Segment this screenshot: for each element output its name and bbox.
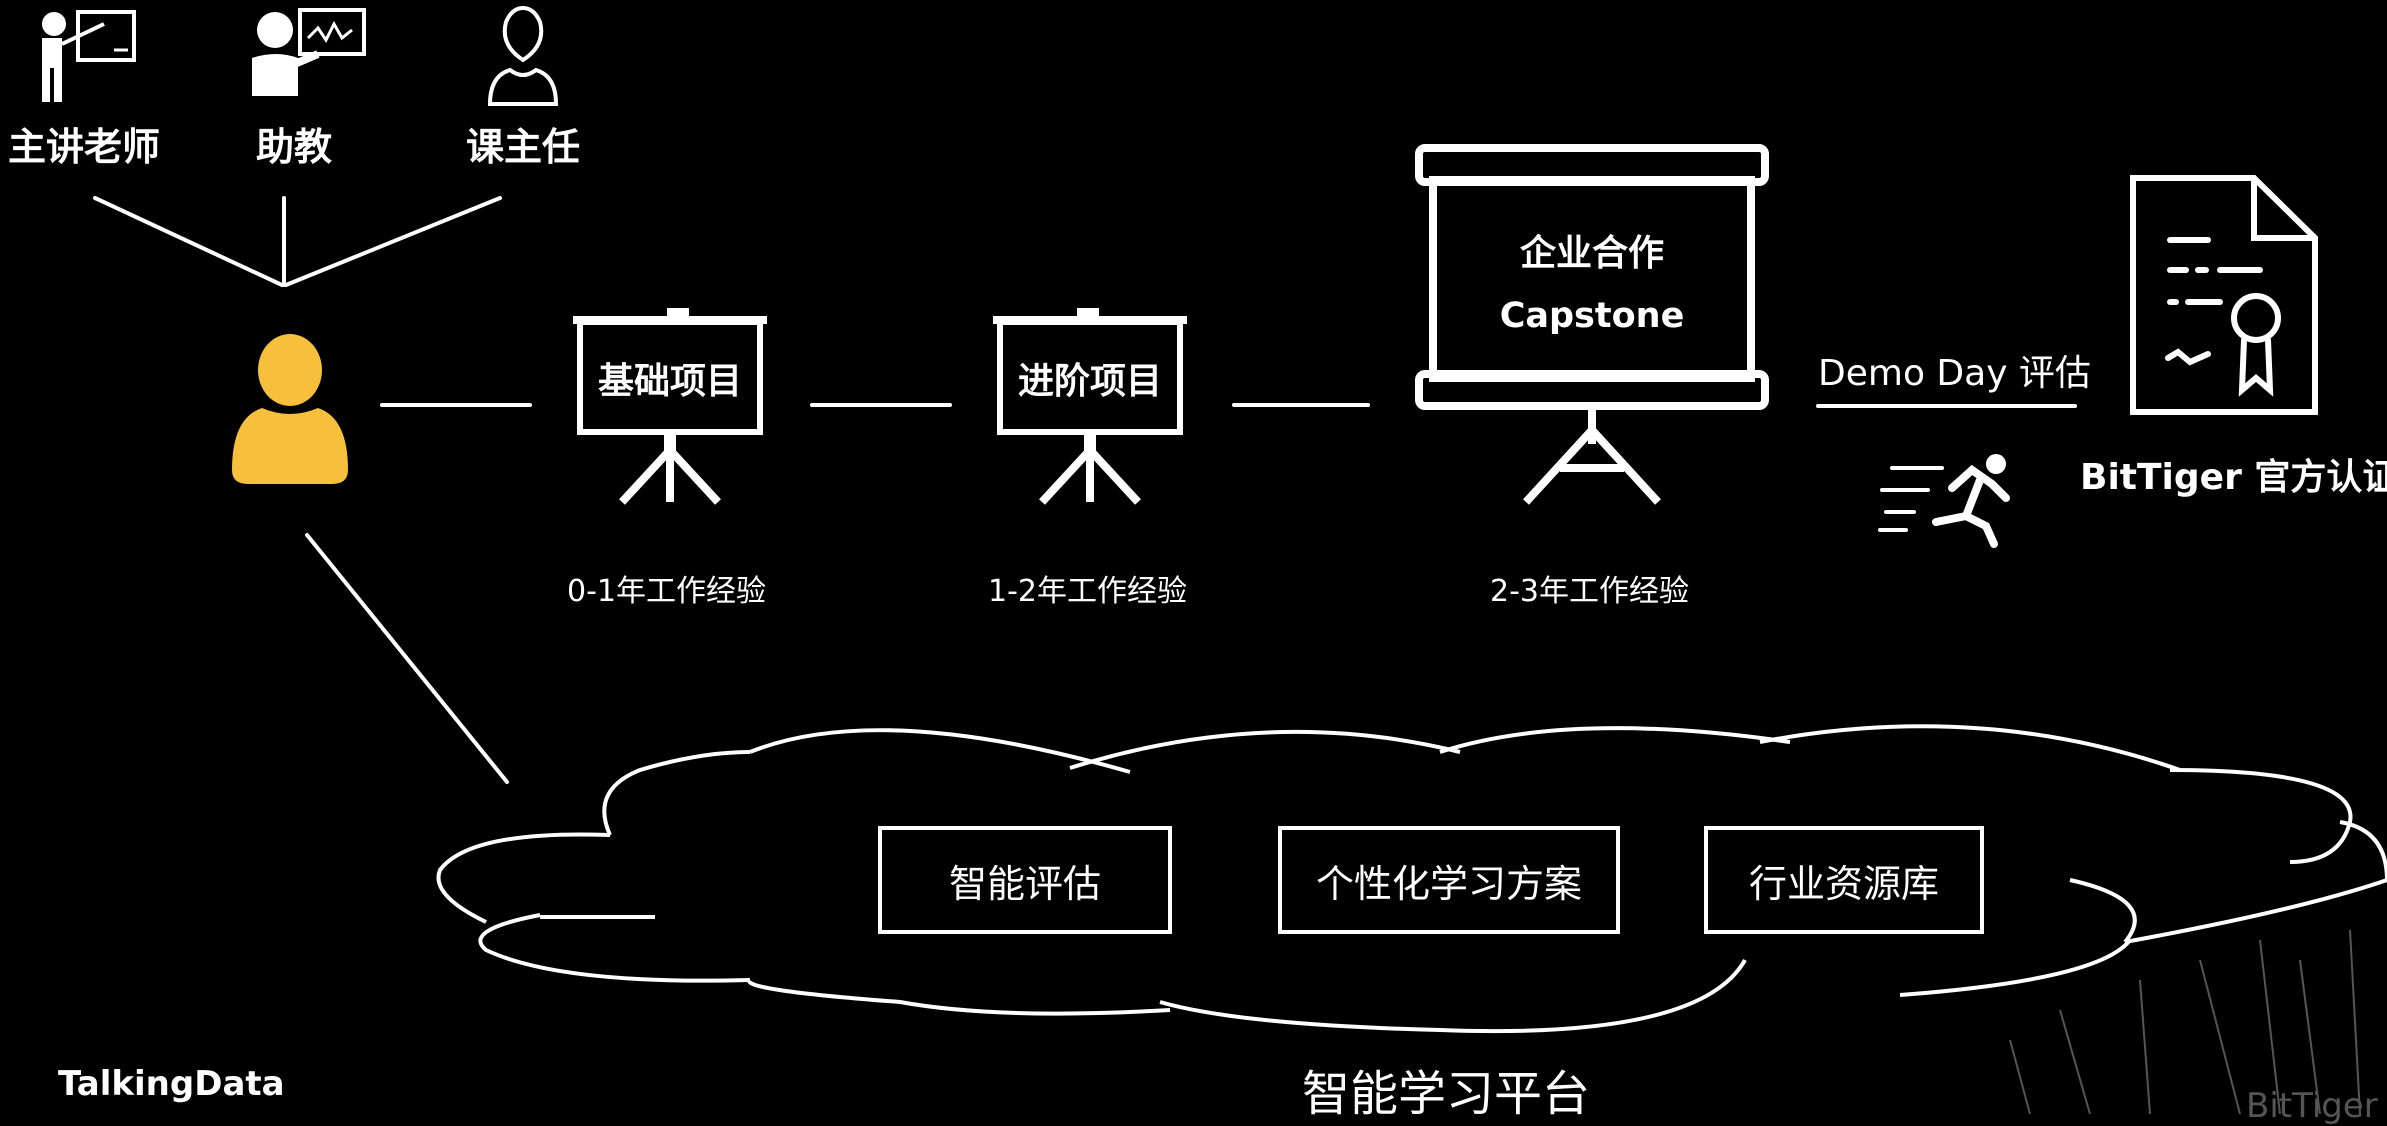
certification-label: BitTiger 官方认证 <box>2080 457 2387 498</box>
easel-icon-1 <box>573 308 767 505</box>
easel-icon-2 <box>993 308 1187 505</box>
experience-0-1: 0-1年工作经验 <box>567 574 766 609</box>
watermark-text: BitTiger <box>2246 1086 2378 1126</box>
role-assistant: 助教 <box>256 125 333 169</box>
certificate-icon <box>2130 175 2318 415</box>
advisor-connector <box>284 196 502 287</box>
module-personalized-plan: 个性化学习方案 <box>1278 826 1620 934</box>
platform-connector <box>305 533 509 784</box>
experience-1-2: 1-2年工作经验 <box>988 574 1187 609</box>
student-icon <box>232 334 348 484</box>
watermark-decoration <box>2009 929 2361 1114</box>
experience-2-3: 2-3年工作经验 <box>1490 574 1689 609</box>
stage-title-basic: 基础项目 <box>597 361 742 402</box>
assistant-icon <box>252 8 366 96</box>
runner-icon <box>1878 454 2010 548</box>
stage-title-capstone: Capstone <box>1499 296 1685 336</box>
role-advisor: 课主任 <box>466 125 581 169</box>
module-smart-assessment: 智能评估 <box>878 826 1172 934</box>
cloud-shape <box>436 724 2387 1034</box>
platform-title: 智能学习平台 <box>1302 1066 1591 1122</box>
advisor-icon <box>487 5 559 106</box>
stage-title-advanced: 进阶项目 <box>1017 361 1162 402</box>
module-resource-library: 行业资源库 <box>1704 826 1984 934</box>
capstone-easel-icon <box>1415 144 1769 505</box>
role-lecturer: 主讲老师 <box>8 125 161 169</box>
demo-day-label: Demo Day 评估 <box>1818 353 2091 394</box>
lecturer-connector <box>93 196 284 287</box>
lecturer-icon <box>42 10 136 102</box>
stage-title-enterprise: 企业合作 <box>1519 233 1664 274</box>
brand-logo: TalkingData <box>58 1064 285 1104</box>
